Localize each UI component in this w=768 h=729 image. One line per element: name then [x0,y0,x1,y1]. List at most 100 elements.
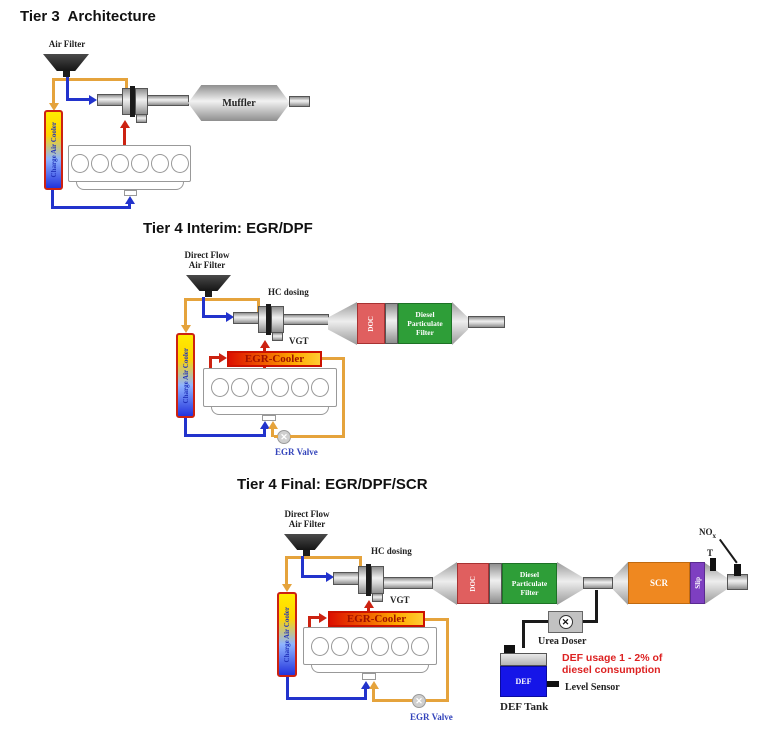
nox-sensor [734,564,741,576]
canister-inlet-cone [328,302,357,345]
def-usage-note: DEF usage 1 - 2% of [562,652,663,664]
tier3-air-filter-label: Air Filter [48,39,86,49]
def-tank-cap [500,653,547,666]
cylinder [311,636,329,656]
egr-cooler: EGR-Cooler [328,611,425,627]
arrow-right-icon [219,353,227,363]
cylinder [271,378,289,397]
arrow-up-icon [260,340,270,348]
cylinder [391,636,409,656]
cylinder [170,154,189,173]
arrow-up-icon [364,600,374,608]
engine-intake-port [124,190,137,196]
cylinder [251,378,269,397]
interim-air-filter-label: Direct Flow Air Filter [184,250,230,271]
intake-line [286,697,367,700]
charge-air-line [52,78,55,104]
slip-block: Slip [690,562,705,604]
egr-line [372,689,375,702]
air-filter-stem [303,550,310,556]
egr-line [426,699,449,702]
canister-outlet-cone [452,302,468,345]
urea-doser: ✕ [548,611,583,633]
air-filter-funnel-icon [186,275,231,291]
cylinder [411,636,429,656]
engine-block [203,368,337,407]
arrow-down-icon [49,103,59,111]
level-sensor-stub [547,681,559,687]
dpf-block: Diesel Particulate Filter [502,563,557,604]
exhaust-line [308,616,320,619]
def-line [522,620,525,648]
doc-label: DOC [469,575,477,592]
egr-line [372,699,413,702]
egr-line [274,435,278,438]
doc-block: DOC [457,563,489,604]
turbo-inlet-pipe [233,312,259,324]
temperature-sensor [710,558,716,571]
tailpipe [727,574,748,590]
egr-valve-label: EGR Valve [410,712,453,722]
exhaust-line [367,607,370,611]
egr-line [425,618,446,621]
engine-tray [76,182,184,190]
charge-air-line [359,556,362,572]
charge-air-line [257,298,260,312]
def-tank: DEF [500,666,547,697]
egr-cooler-label: EGR-Cooler [346,613,407,625]
slip-label: Slip [693,577,702,589]
canister-inlet-cone [433,562,457,605]
charge-air-cooler-label: Charge Air Cooler [181,347,190,404]
vgt-label: VGT [390,595,410,605]
tier4-final-title: Tier 4 Final: EGR/DPF/SCR [237,476,428,493]
arrow-up-icon [260,421,270,429]
egr-line [342,357,345,438]
intake-line [66,77,69,101]
intake-line [202,297,205,318]
def-tank-label: DEF Tank [500,701,549,713]
charge-air-line [52,78,128,81]
arrow-up-icon [268,421,278,429]
cylinder [70,154,89,173]
doc-label: DOC [367,315,375,332]
exhaust-pipe [283,314,329,325]
turbo-outlet-tab [372,593,383,602]
dpf-label: Diesel Particulate Filter [511,570,548,597]
canister-gap [385,303,398,344]
level-sensor-label: Level Sensor [565,682,620,693]
nox-label: NOx [699,527,716,540]
arrow-up-icon [369,681,379,689]
charge-air-cooler-label: Charge Air Cooler [283,606,291,663]
scr-block: SCR [628,562,690,604]
nox-pointer-line [719,538,738,564]
def-line [595,590,598,623]
intake-line [184,434,265,437]
egr-line [446,618,449,702]
cylinder [331,636,349,656]
egr-line [322,357,342,360]
intake-line [184,418,187,437]
turbo-inlet-pipe [333,572,359,585]
engine-intake-port [362,673,376,680]
arrow-up-icon [120,120,130,128]
tier3-title: Tier 3 Architecture [20,8,156,25]
engine-tray [211,407,329,415]
cylinder [130,154,149,173]
engine-tray [311,665,429,673]
cylinder [311,378,329,397]
cylinder [211,378,229,397]
turbo-band [130,86,135,117]
tailpipe [468,316,505,328]
def-line [522,620,548,623]
turbo-outlet-tab [272,332,283,341]
scr-label: SCR [649,578,668,588]
cylinder [371,636,389,656]
intake-line [51,190,54,209]
exhaust-pipe [383,577,433,589]
exhaust-line [209,356,212,370]
muffler-label: Muffler [222,97,256,109]
charge-air-cooler: Charge Air Cooler [277,592,297,677]
turbo-band [366,564,371,596]
temperature-sensor-label: T [707,548,714,558]
